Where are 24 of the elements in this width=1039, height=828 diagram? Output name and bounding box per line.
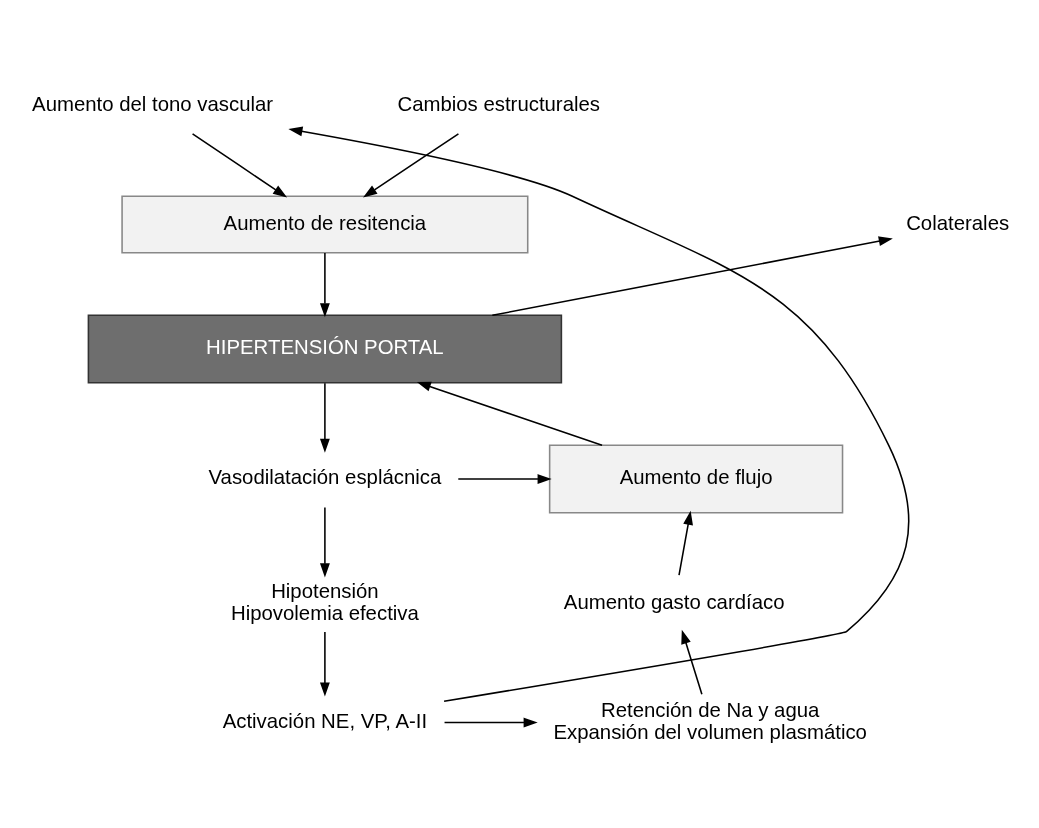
- node-box: Aumento de resitencia: [121, 195, 529, 254]
- node-text: Cambios estructurales: [397, 92, 601, 115]
- arrow: [319, 382, 330, 453]
- arrow: [678, 510, 693, 576]
- node-text: Vasodilatación esplácnica: [208, 466, 442, 489]
- arrow: [416, 381, 603, 447]
- node-text: Aumento del tono vascular: [32, 92, 274, 115]
- node-text: Activación NE, VP, A-II: [222, 709, 428, 732]
- arrow: [443, 717, 538, 728]
- arrow: [319, 631, 330, 697]
- arrow: [457, 474, 552, 484]
- node-box: HIPERTENSIÓN PORTAL: [87, 314, 563, 384]
- node-box: Aumento de flujo: [548, 444, 844, 514]
- arrow: [319, 252, 330, 318]
- node-text: Colaterales: [906, 211, 1010, 234]
- arrow: [491, 236, 893, 317]
- node-text: Hipotensión Hipovolemia efectiva: [230, 579, 419, 624]
- node-text: Retención de Na y agua Expansión del volumen plasmático: [553, 698, 867, 743]
- arrow: [363, 133, 460, 198]
- arrow: [681, 629, 703, 696]
- arrow: [191, 133, 288, 198]
- arrow: [288, 126, 910, 703]
- arrow: [319, 506, 330, 578]
- node-text: Aumento gasto cardíaco: [563, 590, 785, 613]
